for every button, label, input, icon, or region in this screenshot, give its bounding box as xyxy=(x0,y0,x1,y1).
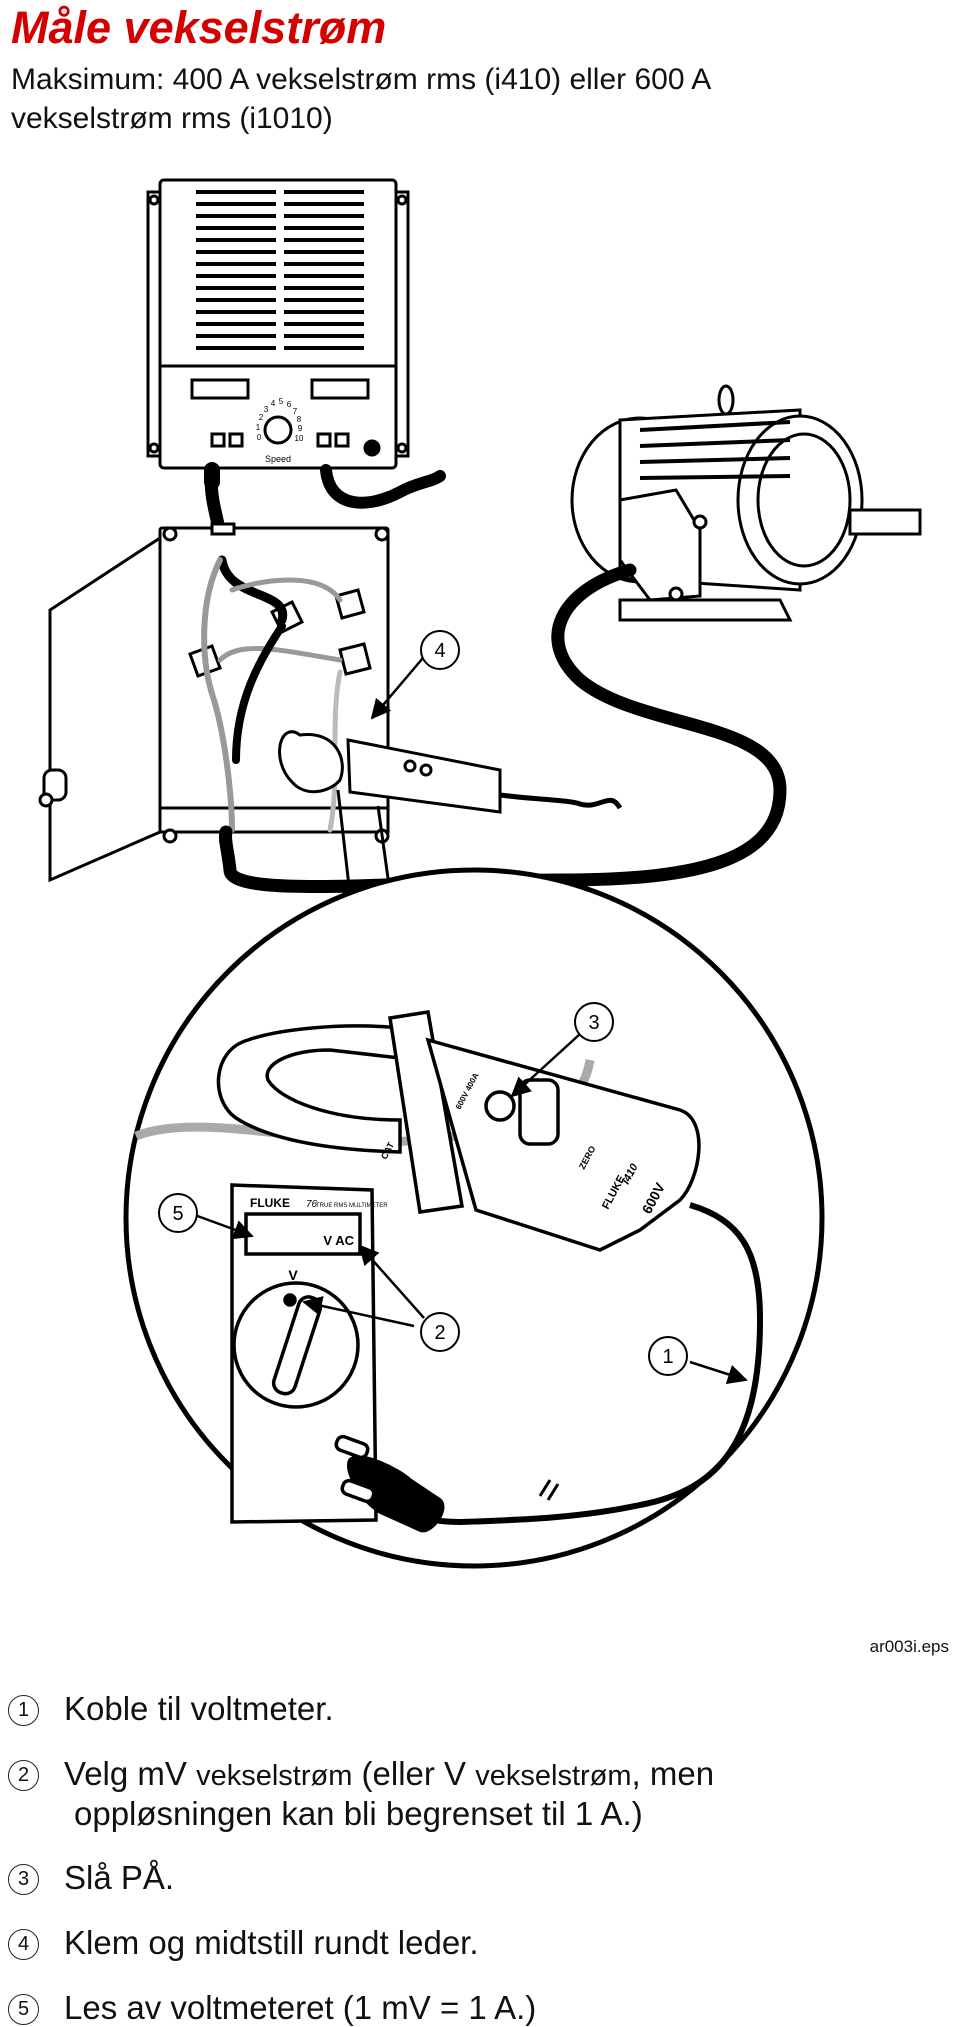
step-number: 2 xyxy=(8,1760,39,1791)
clamp-small-lead xyxy=(499,792,623,810)
step-text: Koble til voltmeter. xyxy=(64,1690,334,1727)
dial-number: 9 xyxy=(298,424,303,433)
callout-3: 3 xyxy=(588,1012,599,1034)
page-title: Måle vekselstrøm xyxy=(11,2,387,53)
callout-2: 2 xyxy=(434,1322,445,1344)
step-text: (eller V xyxy=(352,1755,476,1792)
step-number: 5 xyxy=(8,1994,39,2025)
step-item: 3 Slå PÅ. xyxy=(8,1859,948,1897)
meter-brand: FLUKE xyxy=(250,1196,290,1210)
dial-number: 4 xyxy=(271,399,276,408)
step-text-small: vekselstrøm xyxy=(475,1760,632,1792)
dial-number: 6 xyxy=(287,400,292,409)
multimeter-labels: FLUKE 76 TRUE RMS MULTIMETER V AC V xyxy=(250,1196,388,1283)
dial-number: 2 xyxy=(259,413,264,422)
dial-scale: 0 1 2 3 4 5 6 7 8 9 10 xyxy=(256,397,304,443)
motor-controller xyxy=(146,178,410,470)
step-number: 1 xyxy=(8,1695,39,1726)
callout-5: 5 xyxy=(172,1203,183,1225)
step-number: 4 xyxy=(8,1929,39,1960)
step-list: 1 Koble til voltmeter. 2 Velg mV veksels… xyxy=(8,1690,948,2027)
current-clamp-small xyxy=(278,730,502,814)
subtitle-line-1: Maksimum: 400 A vekselstrøm rms (i410) e… xyxy=(11,63,712,96)
dial-number: 1 xyxy=(256,423,261,432)
clamp-output-cable xyxy=(378,1202,764,1526)
callout-arrows xyxy=(191,651,748,1385)
dial-number: 5 xyxy=(279,397,284,406)
meter-range: V xyxy=(288,1267,298,1283)
callout-4: 4 xyxy=(434,640,445,662)
step-item: 4 Klem og midtstill rundt leder. xyxy=(8,1924,948,1962)
meter-display: V AC xyxy=(323,1233,354,1248)
step-item: 5 Les av voltmeteret (1 mV = 1 A.) xyxy=(8,1989,948,2027)
motor-cable xyxy=(219,563,787,894)
step-text: Klem og midtstill rundt leder. xyxy=(64,1924,479,1961)
step-text: , men xyxy=(631,1755,715,1792)
subtitle: Maksimum: 400 A vekselstrøm rms (i410) e… xyxy=(11,60,911,138)
test-lead-plug xyxy=(334,1434,560,1533)
current-clamp-detail xyxy=(216,1010,701,1252)
meter-subtitle: TRUE RMS MULTIMETER xyxy=(316,1203,388,1209)
measurement-illustration: Speed 0 1 2 3 4 5 6 7 8 9 10 xyxy=(38,178,922,1569)
dial-label: Speed xyxy=(265,454,291,464)
step-item: 2 Velg mV vekselstrøm (eller V vekselstr… xyxy=(8,1755,948,1833)
meter-model: 76 xyxy=(306,1199,318,1210)
step-text-continued: oppløsningen kan bli begrenset til 1 A.) xyxy=(74,1795,643,1832)
step-number: 3 xyxy=(8,1864,39,1895)
callout-1: 1 xyxy=(662,1346,673,1368)
dial-number: 8 xyxy=(297,415,302,424)
step-text: Slå PÅ. xyxy=(64,1859,175,1896)
dial-number: 7 xyxy=(293,407,298,416)
junction-box xyxy=(38,522,390,883)
figure-file-id: ar003i.eps xyxy=(869,1637,949,1656)
subtitle-line-2: vekselstrøm rms (i1010) xyxy=(11,102,333,135)
step-text: Velg mV xyxy=(64,1755,197,1792)
callout-bubbles: 1 2 3 4 5 xyxy=(158,630,688,1376)
conductors xyxy=(201,555,343,833)
dial-number: 10 xyxy=(295,434,304,443)
step-text-small: vekselstrøm xyxy=(196,1760,353,1792)
electric-motor xyxy=(570,384,922,622)
dial-number: 3 xyxy=(264,405,269,414)
dial-number: 0 xyxy=(257,433,262,442)
step-text: Les av voltmeteret (1 mV = 1 A.) xyxy=(64,1989,537,2026)
step-item: 1 Koble til voltmeter. xyxy=(8,1690,948,1728)
